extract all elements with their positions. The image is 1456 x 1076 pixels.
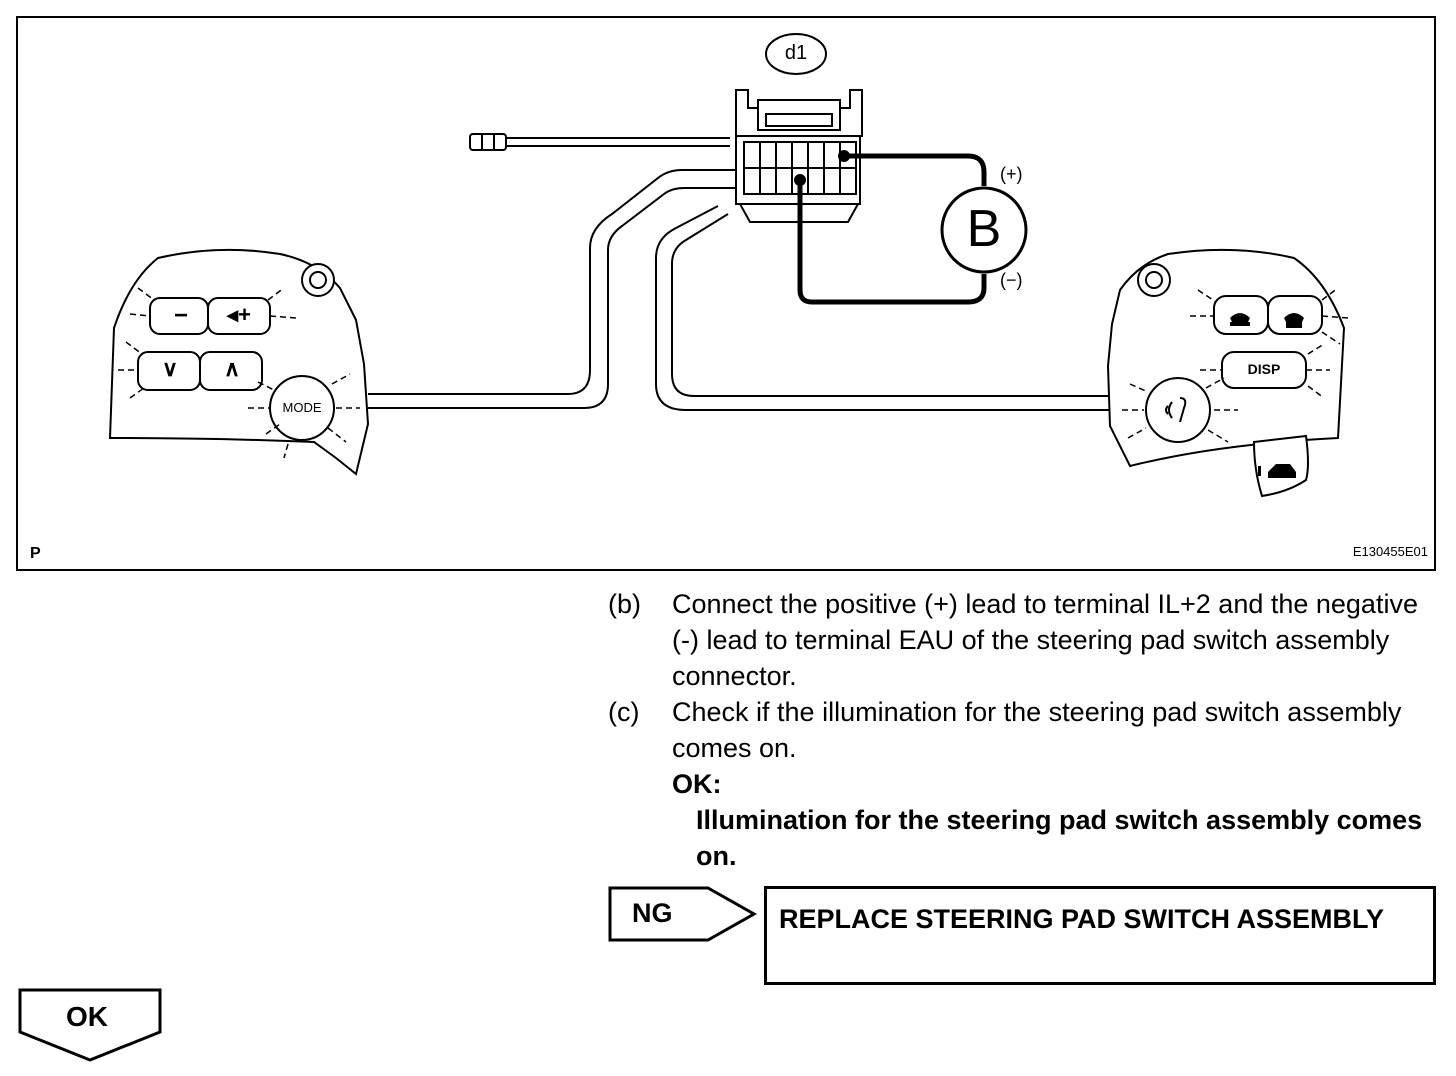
right-pad-glow (1122, 287, 1349, 443)
left-harness-outer (368, 169, 738, 395)
step-c-label: (c) (608, 697, 640, 727)
step-b-text: Connect the positive (+) lead to termina… (672, 589, 1418, 691)
ground-terminal (469, 133, 507, 151)
procedure-steps: (b) Connect the positive (+) lead to ter… (608, 586, 1428, 874)
step-b: (b) Connect the positive (+) lead to ter… (608, 586, 1428, 694)
left-pad-glow (118, 287, 360, 459)
ok-criteria-label: OK: (672, 769, 722, 799)
figure-letter: P (30, 545, 41, 562)
battery-label: B (966, 200, 1002, 258)
left-up-button-label: ∧ (223, 356, 241, 381)
phone-off-hook-icon (1284, 313, 1304, 328)
car-sound-icon (1258, 464, 1296, 478)
ng-result-box: REPLACE STEERING PAD SWITCH ASSEMBLY (764, 886, 1436, 985)
positive-probe-point (838, 150, 850, 162)
right-harness-outer (671, 213, 1113, 397)
ok-arrow-label: OK (66, 1001, 108, 1032)
illustration-svg (108, 33, 1349, 498)
right-harness-inner (655, 205, 1113, 411)
step-b-label: (b) (608, 589, 641, 619)
negative-terminal-label: (−) (1000, 270, 1023, 290)
ng-arrow-shape (608, 886, 758, 942)
phone-on-hook-icon (1230, 313, 1250, 326)
voice-talk-icon (1165, 397, 1187, 423)
connector-label: d1 (784, 42, 808, 64)
ng-label: NG (632, 898, 673, 928)
battery-leads (797, 153, 987, 305)
left-volume-up-button-label: ◂+ (227, 302, 251, 327)
left-mode-button-label: MODE (282, 400, 322, 415)
left-minus-button-label: − (173, 302, 188, 329)
battery-symbol (940, 186, 1028, 274)
negative-probe-point (794, 174, 806, 186)
figure-code: E130455E01 (1352, 544, 1428, 559)
ok-criteria-text: Illumination for the steering pad switch… (696, 805, 1423, 871)
ok-arrow-shape (18, 988, 162, 1062)
step-c-text: Check if the illumination for the steeri… (672, 697, 1402, 763)
left-steering-pad (108, 248, 370, 476)
connector-body (735, 89, 863, 223)
wiring-illustration: d1 B (+) (−) − ◂+ ∨ ∧ MODE DISP P E13045… (16, 16, 1436, 571)
right-disp-button-label: DISP (1247, 361, 1281, 377)
step-c: (c) Check if the illumination for the st… (608, 694, 1428, 766)
positive-terminal-label: (+) (1000, 164, 1023, 184)
left-down-button-label: ∨ (161, 356, 179, 381)
left-harness-inner (368, 187, 738, 409)
connector-callout-oval (765, 33, 827, 75)
right-steering-pad (1106, 248, 1346, 498)
